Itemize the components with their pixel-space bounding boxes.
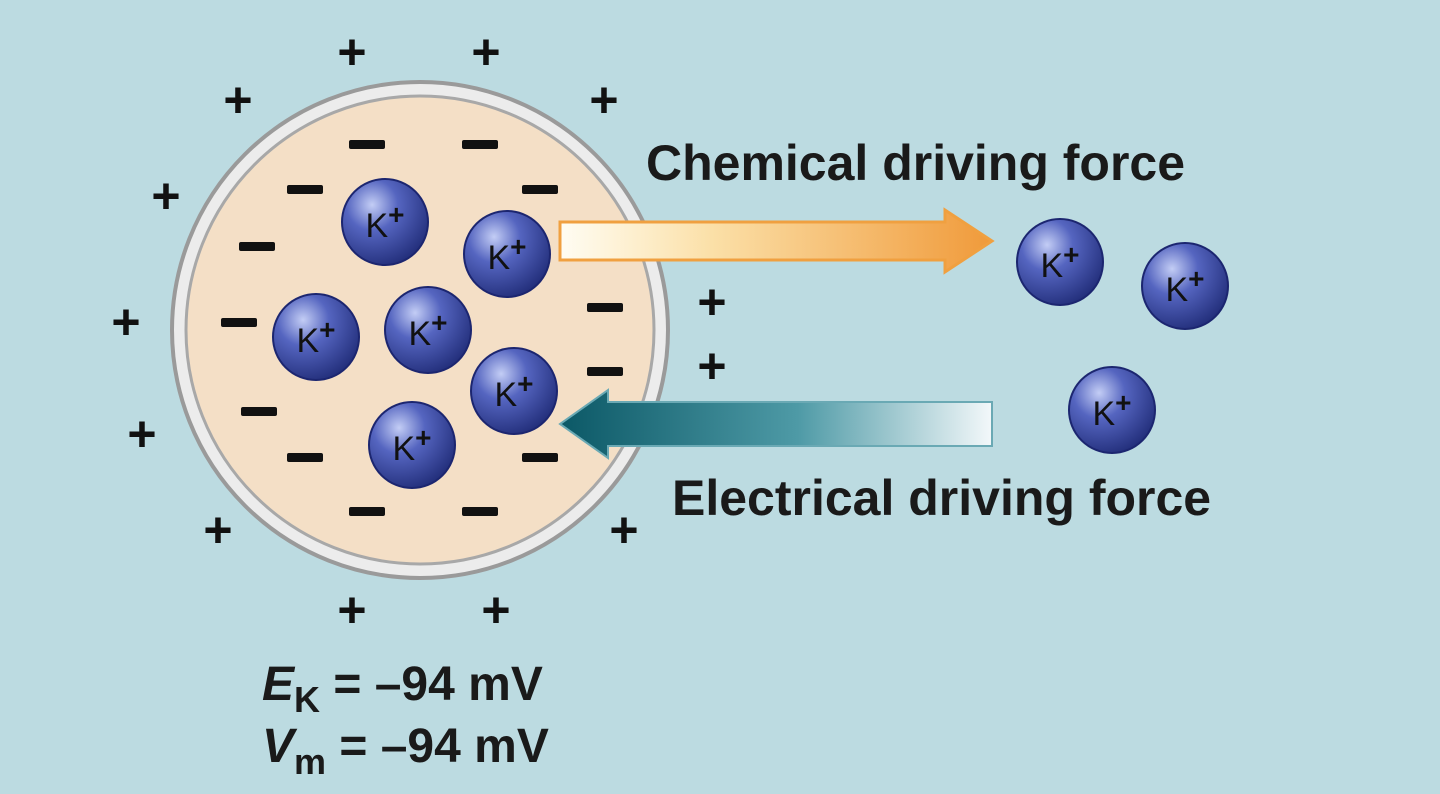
ion-symbol: K xyxy=(1092,395,1115,433)
plus-sign: + xyxy=(111,294,140,350)
plus-sign: + xyxy=(609,502,638,558)
equation-ek: EK = –94 mV xyxy=(262,658,543,720)
ion-charge: + xyxy=(1115,387,1131,418)
eq-vm-rest: = –94 mV xyxy=(326,720,549,773)
svg-text:K+: K+ xyxy=(408,307,447,354)
minus-sign xyxy=(241,407,277,416)
minus-sign xyxy=(287,185,323,194)
plus-sign: + xyxy=(481,582,510,638)
plus-sign: + xyxy=(337,24,366,80)
ion-charge: + xyxy=(415,422,431,453)
eq-vm-sub: m xyxy=(294,741,326,782)
ion-symbol: K xyxy=(296,322,319,360)
minus-sign xyxy=(522,453,558,462)
ion-symbol: K xyxy=(365,207,388,245)
minus-sign xyxy=(587,303,623,312)
plus-sign: + xyxy=(697,274,726,330)
ion-k-inside-5: K+ xyxy=(470,347,558,435)
plus-sign: + xyxy=(127,406,156,462)
svg-text:K+: K+ xyxy=(296,314,335,361)
minus-sign xyxy=(349,140,385,149)
plus-sign: + xyxy=(151,168,180,224)
plus-sign: + xyxy=(697,338,726,394)
plus-sign: + xyxy=(589,72,618,128)
minus-sign xyxy=(462,140,498,149)
ion-charge: + xyxy=(388,199,404,230)
ion-k-inside-1: K+ xyxy=(341,178,429,266)
minus-sign xyxy=(587,367,623,376)
ion-k-inside-3: K+ xyxy=(272,293,360,381)
outside-positive-charges: + + + + + + + + + + + + + xyxy=(111,24,726,638)
ion-charge: + xyxy=(517,368,533,399)
ion-k-outside-2: K+ xyxy=(1141,242,1229,330)
minus-sign xyxy=(522,185,558,194)
ion-k-outside-1: K+ xyxy=(1016,218,1104,306)
plus-sign: + xyxy=(337,582,366,638)
svg-text:K+: K+ xyxy=(365,199,404,246)
minus-sign xyxy=(462,507,498,516)
ion-k-outside-3: K+ xyxy=(1068,366,1156,454)
minus-sign xyxy=(349,507,385,516)
eq-ek-var: E xyxy=(262,658,296,711)
minus-sign xyxy=(287,453,323,462)
inside-negative-charges xyxy=(221,140,623,516)
ion-charge: + xyxy=(1063,239,1079,270)
svg-text:K+: K+ xyxy=(1092,387,1131,434)
chemical-force-label: Chemical driving force xyxy=(646,135,1185,191)
electrical-force-label: Electrical driving force xyxy=(672,470,1211,526)
ion-k-inside-6: K+ xyxy=(368,401,456,489)
svg-text:K+: K+ xyxy=(392,422,431,469)
ion-k-inside-2: K+ xyxy=(463,210,551,298)
chemical-force-arrow xyxy=(558,207,995,275)
eq-ek-sub: K xyxy=(294,679,320,720)
ion-symbol: K xyxy=(408,315,431,353)
ion-charge: + xyxy=(319,314,335,345)
svg-text:K+: K+ xyxy=(1040,239,1079,286)
ion-symbol: K xyxy=(1040,247,1063,285)
minus-sign xyxy=(239,242,275,251)
eq-vm-var: V xyxy=(262,720,298,773)
ion-charge: + xyxy=(431,307,447,338)
plus-sign: + xyxy=(223,72,252,128)
ion-symbol: K xyxy=(487,239,510,277)
plus-sign: + xyxy=(203,502,232,558)
plus-sign: + xyxy=(471,24,500,80)
svg-text:K+: K+ xyxy=(487,231,526,278)
eq-ek-rest: = –94 mV xyxy=(320,658,543,711)
ion-k-inside-4: K+ xyxy=(384,286,472,374)
electrical-force-arrow xyxy=(558,388,993,460)
ion-symbol: K xyxy=(392,430,415,468)
ion-charge: + xyxy=(510,231,526,262)
equation-vm: Vm = –94 mV xyxy=(262,720,549,782)
svg-text:K+: K+ xyxy=(494,368,533,415)
ion-charge: + xyxy=(1188,263,1204,294)
ion-symbol: K xyxy=(1165,271,1188,309)
ion-symbol: K xyxy=(494,376,517,414)
minus-sign xyxy=(221,318,257,327)
svg-text:K+: K+ xyxy=(1165,263,1204,310)
